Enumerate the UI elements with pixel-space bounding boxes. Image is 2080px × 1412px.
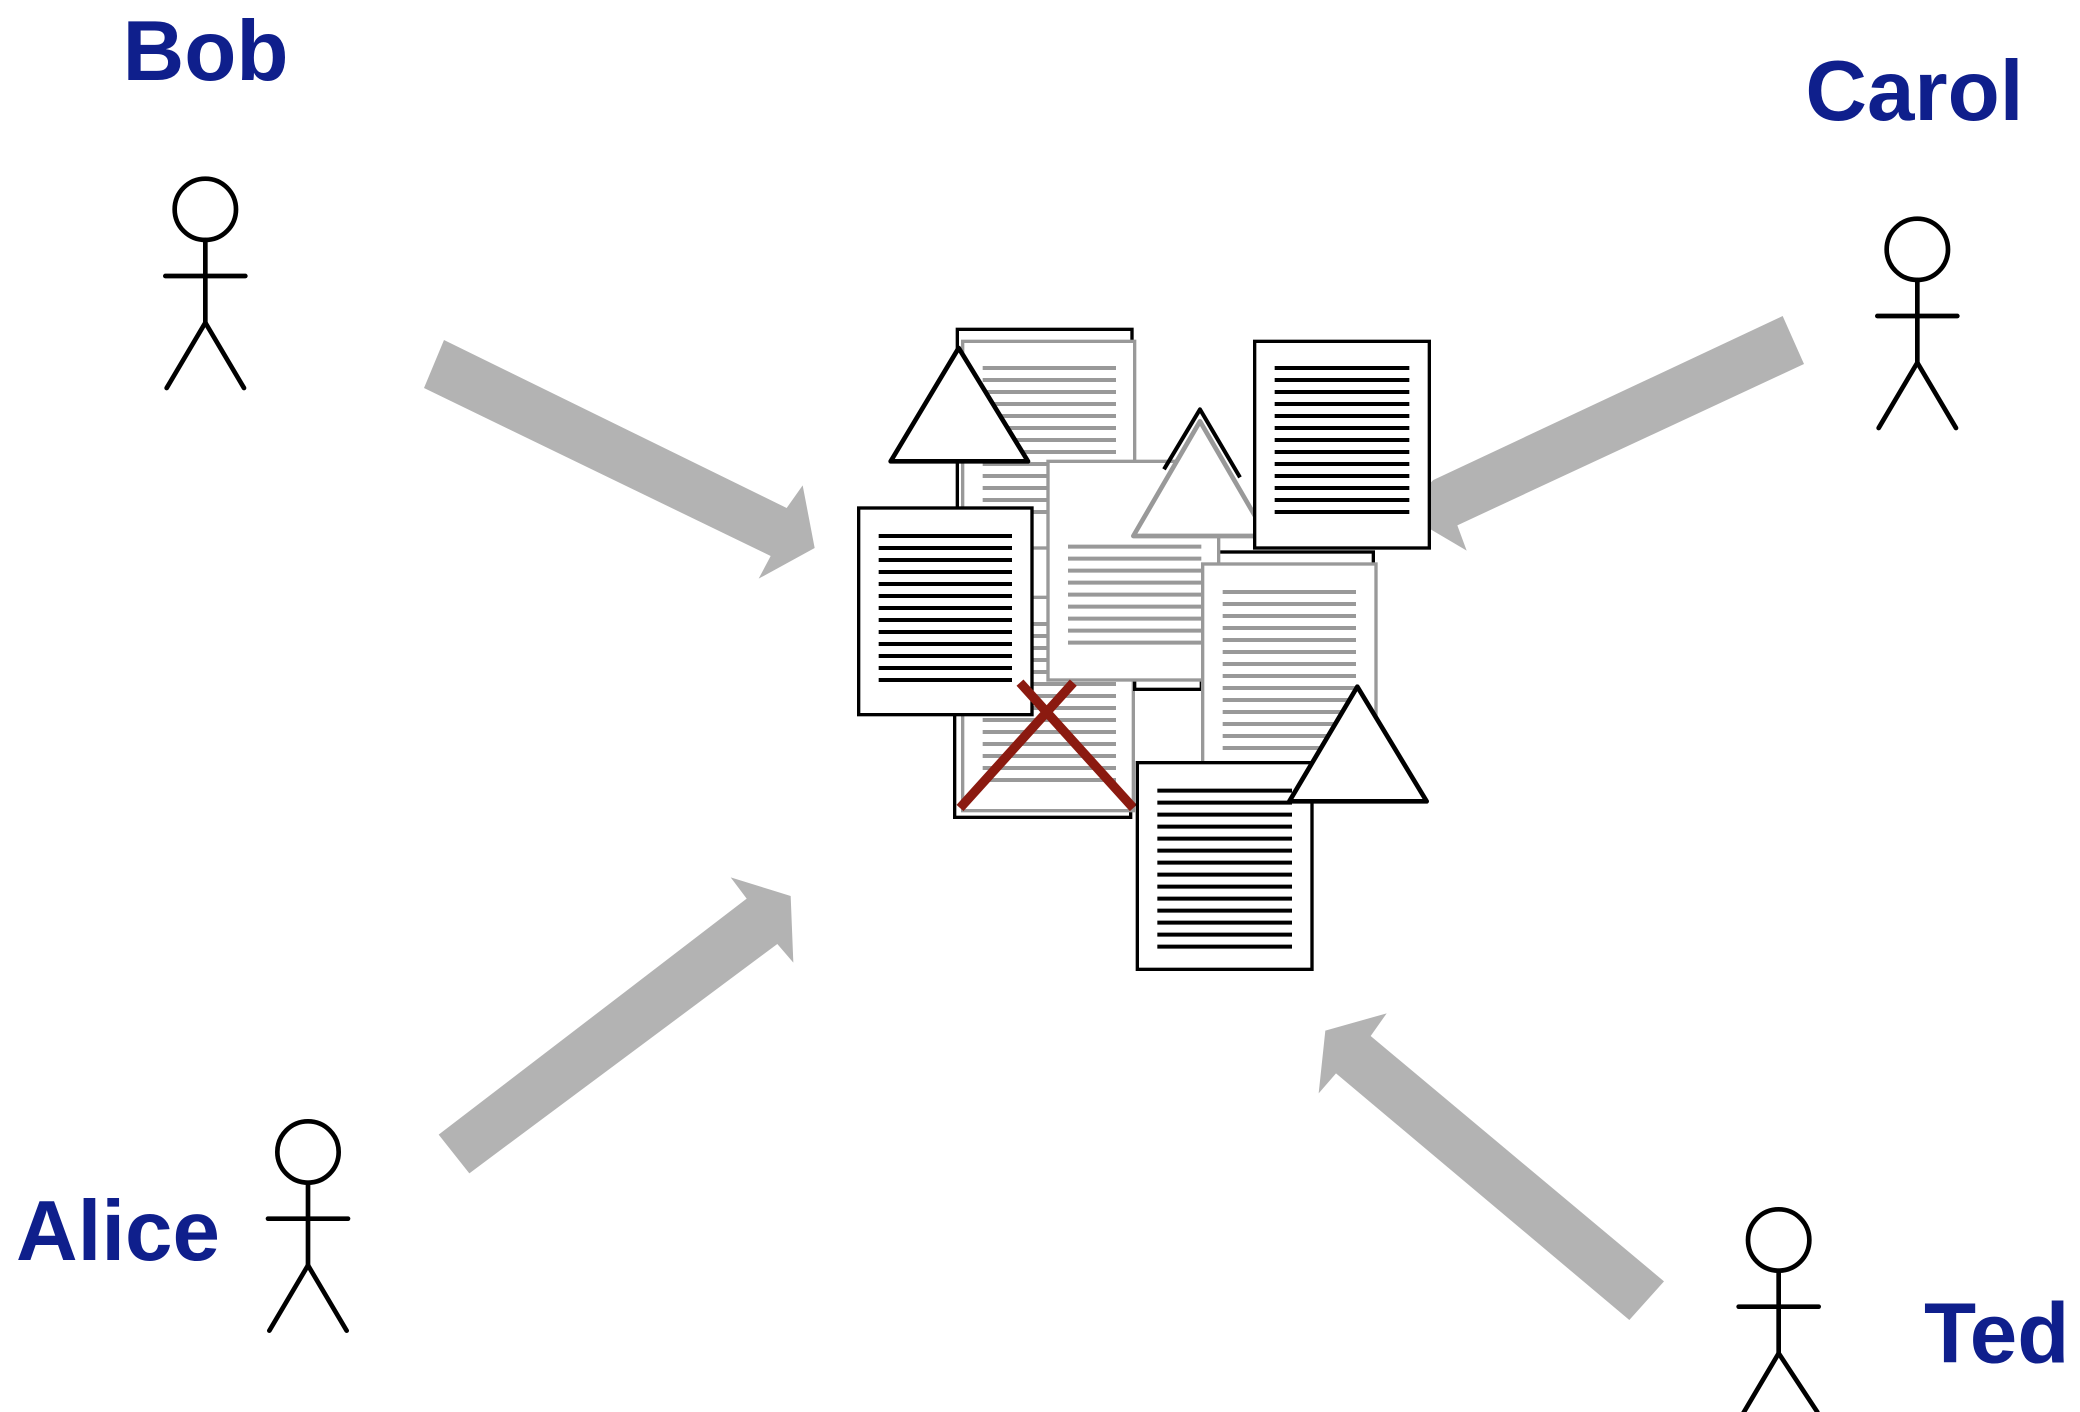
cross-mark-icon [956,679,1137,812]
name-bob: Bob [123,4,289,99]
arrow-bob-to-documents [424,340,815,579]
name-ted: Ted [1924,1287,2069,1382]
stick-figure-icon-ted [1736,1207,1821,1412]
arrow-alice-to-documents [438,877,794,1174]
arrow-carol-to-documents [1420,316,1804,551]
document-icon [1253,339,1431,550]
stick-figure-icon-carol [1875,216,1960,431]
document-icon [1201,562,1378,773]
arrow-ted-to-documents [1318,1013,1664,1320]
document-icon [856,506,1034,717]
triangle-icon [1287,684,1429,804]
triangle-icon [1162,407,1242,479]
stick-figure-leg-ted [1776,1351,1820,1412]
document-pile [856,327,1431,971]
triangle-icon [888,345,1031,464]
document-icon [1135,761,1314,971]
name-carol: Carol [1805,44,2023,139]
triangle-icon [1131,419,1269,539]
stick-figure-icon-bob [162,176,248,391]
name-alice: Alice [16,1184,220,1279]
stick-figure-icon-alice [265,1119,351,1333]
